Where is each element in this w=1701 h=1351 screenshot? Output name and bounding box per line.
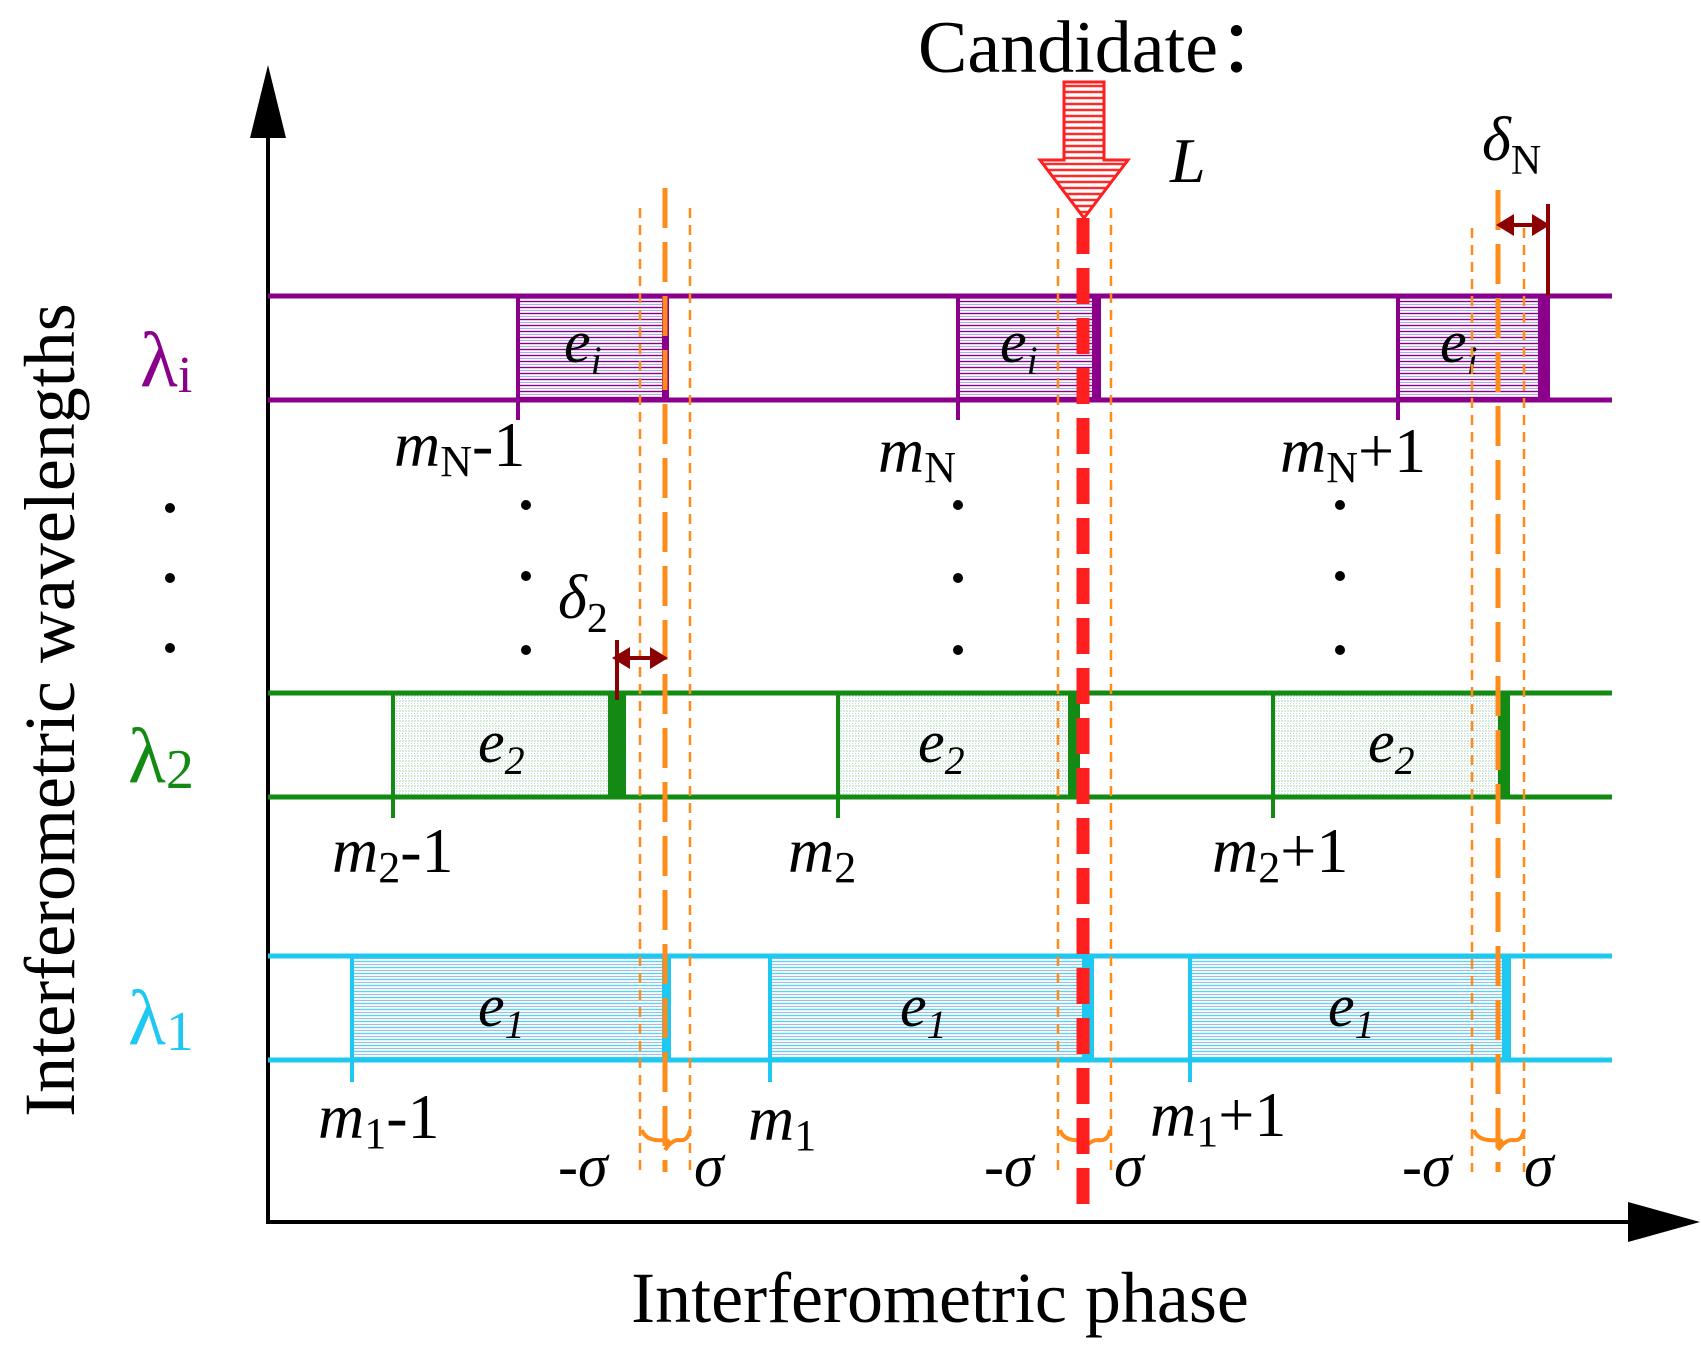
error-band	[350, 956, 666, 1060]
delta-arrowhead	[1496, 214, 1514, 236]
delta-label: δ2	[558, 564, 608, 642]
pos-sigma-label: σ	[1524, 1133, 1556, 1199]
error-label: e1	[900, 973, 947, 1047]
error-edge-bar	[1538, 296, 1550, 400]
pos-sigma-label: σ	[694, 1133, 726, 1199]
delta-2-marker: δ2	[558, 564, 668, 700]
error-band	[770, 956, 1086, 1060]
error-label: e2	[478, 709, 525, 783]
pos-sigma-label: σ	[1114, 1133, 1146, 1199]
error-label: e1	[478, 973, 525, 1047]
error-label: e2	[918, 709, 965, 783]
error-edge-bar	[662, 296, 669, 400]
order-label: m2-1	[332, 815, 454, 892]
wavelength-row-i: λi ei ei ei mN-1 mN mN+1	[140, 293, 1612, 492]
sigma-group-left: -σ σ	[558, 188, 726, 1199]
wavelength-row-1: λ1 e1 e1 e1 m1-1 m1 m1+1	[128, 953, 1612, 1160]
delta-arrowhead	[612, 647, 630, 669]
error-label: ei	[1440, 309, 1478, 383]
sigma-group-right: -σ σ	[1402, 190, 1556, 1199]
order-label: m1	[748, 1083, 816, 1160]
wavelength-label-2: λ2	[128, 712, 194, 801]
ellipsis-dots	[165, 500, 1345, 655]
error-band	[1190, 956, 1508, 1060]
error-edge-bar	[1092, 296, 1101, 400]
order-label: m1-1	[318, 1081, 440, 1158]
order-label: mN+1	[1280, 415, 1426, 492]
error-band	[838, 693, 1070, 797]
neg-sigma-label: -σ	[1402, 1133, 1454, 1199]
order-label: m2+1	[1212, 815, 1348, 892]
error-band	[393, 693, 617, 797]
wavelength-row-2: λ2 e2 e2 e2 m2-1 m2 m2+1	[128, 690, 1612, 892]
order-label: m1+1	[1150, 1079, 1286, 1156]
sigma-brace	[1472, 1129, 1526, 1152]
error-label: ei	[564, 309, 602, 383]
wavelength-label-1: λ1	[128, 974, 194, 1063]
x-axis-label: Interferometric phase	[631, 1258, 1249, 1338]
order-label: mN	[878, 415, 956, 492]
delta-arrowhead	[1532, 214, 1550, 236]
candidate-arrow	[1036, 80, 1132, 221]
wavelength-label-i: λi	[140, 316, 192, 404]
delta-N-marker: δN	[1482, 106, 1550, 296]
delta-arrowhead	[650, 647, 668, 669]
error-band	[1273, 693, 1501, 797]
neg-sigma-label: -σ	[984, 1133, 1036, 1199]
y-axis-label: Interferometric wavelengths	[10, 303, 90, 1117]
error-band	[958, 296, 1096, 400]
error-edge-bar	[1498, 693, 1510, 797]
candidate-symbol: L	[1169, 125, 1206, 196]
candidate-title: Candidate：	[918, 7, 1292, 89]
error-edge-bar	[1502, 956, 1511, 1060]
error-label: e1	[1328, 973, 1375, 1047]
x-axis-arrowhead	[1628, 1202, 1700, 1242]
sigma-group-center: -σ σ	[984, 208, 1146, 1199]
y-axis-arrowhead	[250, 65, 286, 138]
neg-sigma-label: -σ	[558, 1133, 610, 1199]
error-band	[518, 296, 666, 400]
order-label: mN-1	[394, 409, 525, 486]
error-label: ei	[1000, 309, 1038, 383]
error-label: e2	[1368, 709, 1415, 783]
sigma-brace	[640, 1129, 692, 1152]
axes: Interferometric phase Interferometric wa…	[10, 65, 1700, 1338]
candidate-marker: Candidate： L	[918, 7, 1292, 1215]
delta-label: δN	[1482, 106, 1541, 184]
error-edge-bar	[608, 693, 626, 797]
order-label: m2	[788, 815, 856, 892]
